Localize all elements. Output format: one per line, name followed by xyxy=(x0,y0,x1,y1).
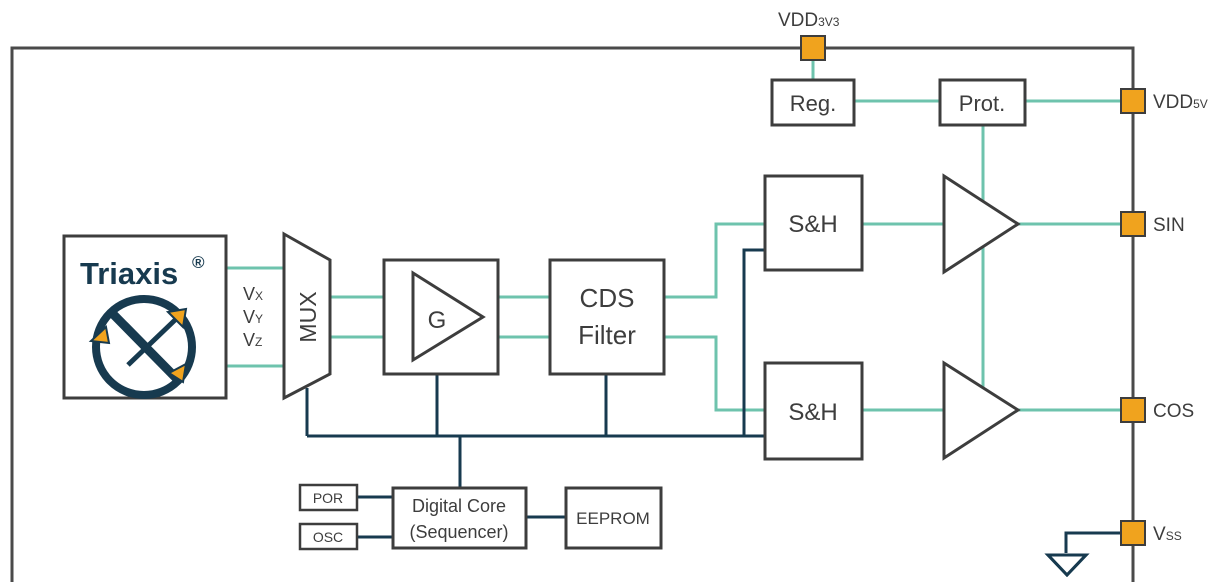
vss-pad xyxy=(1120,520,1146,546)
por-block: POR xyxy=(298,483,359,512)
sample-hold-top-label: S&H xyxy=(788,211,837,238)
sin-output-buffer xyxy=(942,173,1021,275)
vdd3v3-pin-label: VDD3V3 xyxy=(778,10,840,31)
vy-label: VY xyxy=(243,307,263,327)
protection-block: Prot. xyxy=(938,78,1027,127)
filter-label: Filter xyxy=(578,320,636,350)
vdd5v-pad xyxy=(1120,88,1146,114)
cds-label: CDS xyxy=(580,283,635,313)
sample-hold-top-block: S&H xyxy=(763,174,864,272)
eeprom-block: EEPROM xyxy=(564,486,663,550)
cos-pad xyxy=(1120,397,1146,423)
sample-hold-bottom-label: S&H xyxy=(788,399,837,426)
vss-pin-label: VSS xyxy=(1153,524,1182,545)
cos-pin-label: COS xyxy=(1153,401,1194,422)
triaxis-logo-text: Triaxis xyxy=(80,256,178,291)
gain-label: G xyxy=(428,307,447,334)
triaxis-sensor-block: Triaxis ® xyxy=(62,234,228,400)
por-label: POR xyxy=(313,490,343,506)
channel-labels: VX VY VZ xyxy=(243,284,263,350)
osc-block: OSC xyxy=(298,522,359,551)
vz-label: VZ xyxy=(243,330,262,350)
protection-label: Prot. xyxy=(959,91,1005,116)
cos-output-buffer xyxy=(942,360,1021,461)
gain-amplifier-block: G xyxy=(382,258,500,376)
registered-mark: ® xyxy=(192,253,205,272)
digital-core-label: Digital Core xyxy=(412,496,506,516)
vdd3v3-pad xyxy=(800,35,826,61)
chip-outline xyxy=(10,46,1135,582)
regulator-label: Reg. xyxy=(790,91,836,116)
sin-pad xyxy=(1120,211,1146,237)
cds-filter-block: CDS Filter xyxy=(548,258,666,376)
vx-label: VX xyxy=(243,284,263,304)
mux-label: MUX xyxy=(295,291,321,342)
triaxis-emblem-icon xyxy=(88,295,196,399)
sequencer-label: (Sequencer) xyxy=(409,522,508,542)
digital-bus xyxy=(305,248,1121,578)
eeprom-label: EEPROM xyxy=(576,509,650,528)
vdd5v-pin-label: VDD5V xyxy=(1153,92,1208,113)
digital-core-block: Digital Core (Sequencer) xyxy=(391,486,528,550)
osc-label: OSC xyxy=(313,529,343,545)
sin-pin-label: SIN xyxy=(1153,215,1185,236)
mux-block: MUX xyxy=(282,231,332,401)
sample-hold-bottom-block: S&H xyxy=(763,361,864,461)
ground-symbol-icon xyxy=(1044,553,1090,578)
regulator-block: Reg. xyxy=(770,78,856,127)
